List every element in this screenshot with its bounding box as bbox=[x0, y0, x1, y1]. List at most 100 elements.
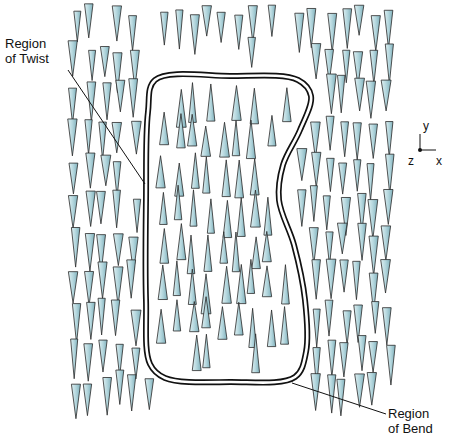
cone bbox=[343, 9, 352, 49]
cone bbox=[381, 226, 391, 261]
cone bbox=[85, 234, 94, 271]
cone bbox=[68, 272, 77, 303]
cone bbox=[282, 265, 290, 304]
cone bbox=[232, 86, 241, 121]
cone bbox=[188, 114, 197, 146]
cone bbox=[99, 122, 107, 160]
cone bbox=[160, 192, 168, 224]
cone bbox=[83, 384, 91, 416]
cone bbox=[367, 373, 376, 406]
cone bbox=[156, 156, 165, 188]
cone bbox=[386, 122, 393, 158]
cone bbox=[353, 123, 361, 160]
cone bbox=[268, 115, 276, 146]
cone bbox=[312, 152, 321, 187]
cone bbox=[177, 114, 186, 148]
cone bbox=[248, 37, 256, 67]
region-label: Region of Twist bbox=[5, 36, 60, 66]
cone bbox=[281, 307, 289, 345]
cone bbox=[384, 10, 393, 48]
cone bbox=[337, 223, 347, 254]
cone bbox=[190, 15, 199, 55]
cone bbox=[69, 163, 78, 194]
cone bbox=[337, 75, 345, 113]
cone bbox=[297, 149, 307, 181]
cone bbox=[84, 344, 93, 381]
cone bbox=[340, 260, 348, 292]
leader-line bbox=[292, 383, 386, 414]
cone bbox=[268, 5, 275, 36]
cone bbox=[234, 302, 243, 335]
cone bbox=[158, 265, 167, 300]
cone bbox=[113, 267, 123, 305]
cone bbox=[84, 4, 93, 38]
cone bbox=[298, 190, 306, 227]
cone bbox=[101, 155, 111, 186]
cone bbox=[369, 236, 378, 276]
cone bbox=[116, 370, 124, 404]
cone bbox=[366, 81, 375, 118]
cone bbox=[160, 229, 169, 264]
region-outline bbox=[145, 74, 311, 383]
cone bbox=[295, 13, 304, 52]
cone bbox=[384, 189, 393, 224]
cone bbox=[203, 157, 210, 193]
cone bbox=[188, 269, 196, 304]
cone bbox=[247, 259, 254, 293]
cone bbox=[87, 302, 96, 339]
cone bbox=[337, 379, 345, 416]
cone bbox=[131, 310, 141, 346]
cone bbox=[98, 298, 105, 335]
cone bbox=[86, 191, 95, 226]
cone bbox=[385, 44, 393, 84]
cone bbox=[312, 260, 321, 300]
cone bbox=[191, 153, 199, 189]
cone bbox=[232, 232, 239, 272]
cone bbox=[232, 121, 240, 156]
cone bbox=[367, 164, 374, 201]
cone bbox=[372, 302, 379, 334]
cone bbox=[283, 88, 292, 122]
cone bbox=[252, 237, 261, 269]
cone bbox=[267, 310, 275, 347]
cone bbox=[223, 200, 232, 237]
leader-line bbox=[68, 70, 145, 184]
cone bbox=[220, 122, 230, 157]
cone bbox=[190, 190, 197, 226]
cone bbox=[103, 83, 111, 120]
cone bbox=[132, 121, 142, 154]
cone bbox=[175, 163, 184, 196]
cone bbox=[100, 47, 109, 77]
cone bbox=[129, 79, 138, 118]
cone bbox=[87, 82, 96, 122]
cone bbox=[116, 80, 125, 112]
cone bbox=[160, 112, 169, 145]
cone bbox=[203, 334, 210, 368]
cone bbox=[192, 335, 201, 370]
cone bbox=[381, 260, 391, 293]
cone bbox=[250, 88, 258, 124]
cone bbox=[222, 266, 232, 303]
cone bbox=[310, 186, 317, 222]
cone bbox=[326, 259, 336, 299]
cone bbox=[355, 78, 365, 111]
cone bbox=[202, 297, 211, 328]
cone bbox=[174, 185, 181, 220]
cone bbox=[68, 41, 77, 77]
cone bbox=[69, 88, 77, 123]
cone bbox=[371, 16, 380, 51]
cone bbox=[176, 10, 183, 49]
cone bbox=[156, 309, 165, 343]
cone bbox=[187, 235, 195, 274]
cone bbox=[161, 12, 168, 45]
cone bbox=[343, 311, 351, 345]
cone bbox=[235, 15, 243, 49]
cone bbox=[358, 336, 366, 371]
cone bbox=[262, 266, 271, 297]
cone bbox=[177, 224, 186, 260]
cone bbox=[237, 198, 245, 237]
cone bbox=[325, 300, 333, 336]
cone bbox=[111, 300, 119, 336]
cone bbox=[112, 6, 121, 41]
